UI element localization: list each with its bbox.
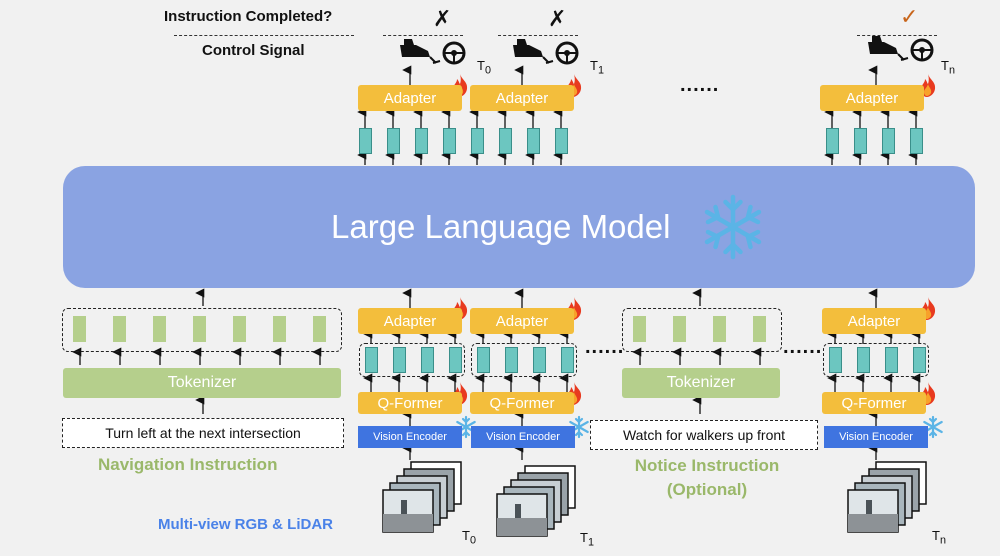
query-token [365,347,378,373]
output-token [527,128,540,154]
vision-encoder-t0: Vision Encoder [358,426,462,448]
query-token [393,347,406,373]
output-token [359,128,372,154]
divider-t1 [498,35,578,36]
ellipsis-top: ...... [680,74,720,96]
time-label-t0: T0 [477,58,491,77]
pedal-steering-icon-t0 [398,37,466,65]
query-token-group-t1 [471,343,577,377]
top-arrows [357,65,918,165]
bottom-arrows [72,288,921,460]
adapter-top-tn: Adapter [820,85,924,111]
camera-frames-tn [847,461,927,533]
navigation-instruction-label: Navigation Instruction [98,455,278,474]
cross-mark-t0: ✗ [433,6,452,31]
query-token [829,347,842,373]
text-token [193,316,206,342]
tokenizer-navigation: Tokenizer [63,368,341,398]
time-label-tn: Tn [941,58,955,77]
qformer-t0: Q-Former [358,392,462,414]
notice-instruction-text: Watch for walkers up front [590,420,818,450]
adapter-top-t1: Adapter [470,85,574,111]
pedal-steering-icon-t1 [511,37,579,65]
query-token [421,347,434,373]
navigation-token-group [62,308,342,352]
text-token [673,316,686,342]
ellipsis-right: ...... [783,336,823,358]
multi-view-input-label: Multi-view RGB & LiDAR [158,516,333,533]
query-token-group-t0 [359,343,465,377]
output-token [555,128,568,154]
adapter-top-t0: Adapter [358,85,462,111]
output-token [910,128,923,154]
control-signal-label: Control Signal [202,42,305,59]
text-token [313,316,326,342]
time-label-bottom-t1: T1 [580,530,594,549]
camera-frames-t1 [496,465,576,537]
adapter-bottom-t1: Adapter [470,308,574,334]
output-token [854,128,867,154]
output-token [387,128,400,154]
qformer-t1: Q-Former [470,392,574,414]
instruction-completed-label: Instruction Completed? [164,8,333,25]
cross-mark-t1: ✗ [548,6,567,31]
query-token [449,347,462,373]
query-token [561,347,574,373]
camera-frames-t0 [382,461,462,533]
output-token [882,128,895,154]
text-token [753,316,766,342]
large-language-model-block: Large Language Model [63,166,975,288]
check-mark-tn: ✓ [900,4,919,29]
divider-t0 [383,35,463,36]
notice-token-group [622,308,782,352]
output-token [471,128,484,154]
llm-label: Large Language Model [331,208,671,245]
output-token [443,128,456,154]
time-label-bottom-t0: T0 [462,528,476,547]
ellipsis-left: ...... [585,336,625,358]
vision-encoder-t1: Vision Encoder [471,426,575,448]
header-divider [174,35,354,36]
text-token [153,316,166,342]
divider-tn [857,35,937,36]
notice-instruction-label: Notice Instruction (Optional) [634,456,780,499]
qformer-tn: Q-Former [822,392,926,414]
vision-encoder-tn: Vision Encoder [824,426,928,448]
adapter-bottom-t0: Adapter [358,308,462,334]
query-token-group-tn [823,343,929,377]
text-token [233,316,246,342]
query-token [857,347,870,373]
query-token [913,347,926,373]
query-token [477,347,490,373]
text-token [633,316,646,342]
text-token [73,316,86,342]
snowflake-icon [705,194,762,260]
text-token [273,316,286,342]
output-token [826,128,839,154]
time-label-t1: T1 [590,58,604,77]
query-token [533,347,546,373]
adapter-bottom-tn: Adapter [822,308,926,334]
output-token [499,128,512,154]
pedal-steering-icon-tn [866,34,934,62]
output-token [415,128,428,154]
query-token [885,347,898,373]
time-label-bottom-tn: Tn [932,528,946,547]
navigation-instruction-text: Turn left at the next intersection [62,418,344,448]
tokenizer-notice: Tokenizer [622,368,780,398]
text-token [113,316,126,342]
query-token [505,347,518,373]
text-token [713,316,726,342]
